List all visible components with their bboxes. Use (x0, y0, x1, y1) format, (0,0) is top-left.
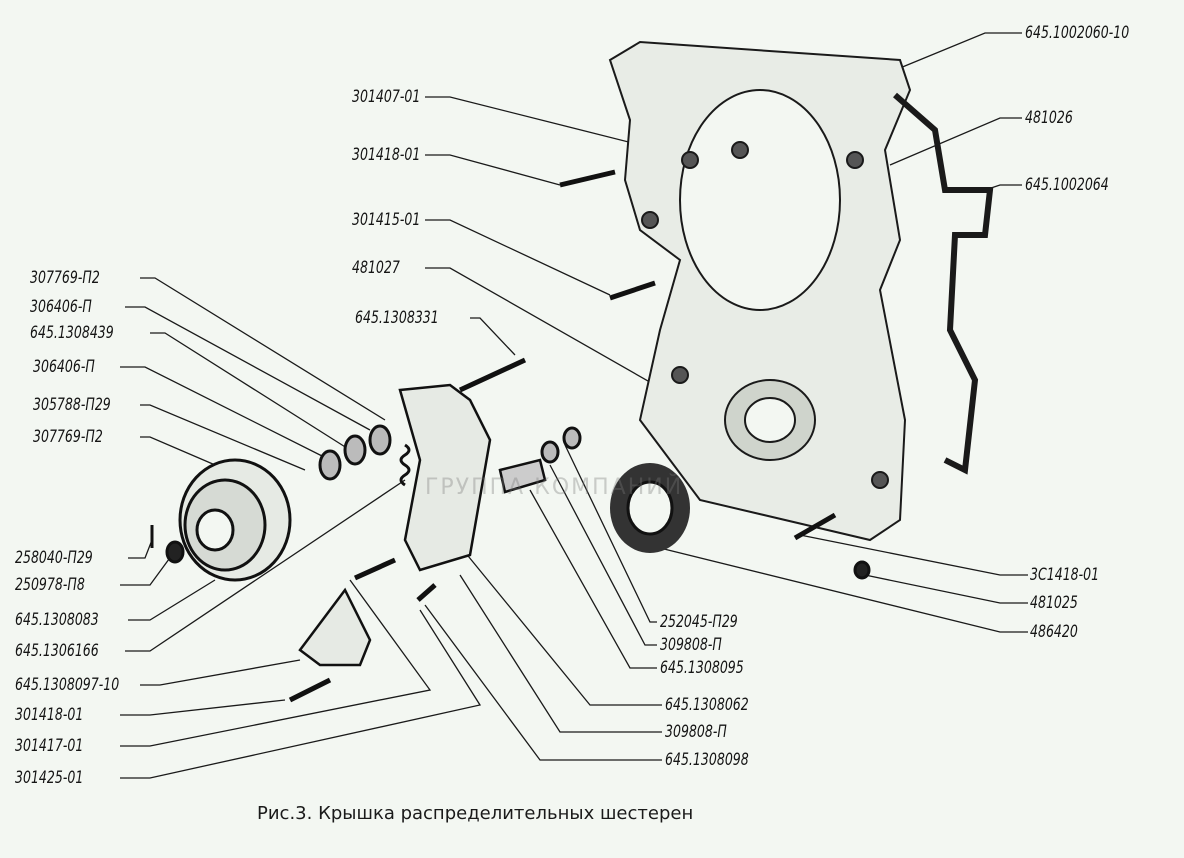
part-label: 645.1308095 (660, 658, 744, 678)
part-label: 645.1308439 (30, 323, 114, 343)
part-label: 301418-01 (352, 145, 421, 165)
part-label: 301417-01 (15, 736, 84, 756)
part-label: 645.1308097-10 (15, 675, 120, 695)
part-label: 305788-П29 (33, 395, 111, 415)
part-label: 481025 (1030, 593, 1078, 613)
gasket (893, 92, 994, 475)
part-label: 309808-П (660, 635, 722, 655)
part-label: 486420 (1030, 622, 1078, 642)
part-label: 250978-П8 (15, 575, 85, 595)
part-label: 307769-П2 (30, 268, 100, 288)
oil-seal (610, 463, 690, 553)
part-label: 301418-01 (15, 705, 84, 725)
tensioner-bracket (398, 383, 492, 572)
part-label: 645.1308083 (15, 610, 99, 630)
part-label: 258040-П29 (15, 548, 93, 568)
part-label: 309808-П (665, 722, 727, 742)
part-label: 645.1306166 (15, 641, 99, 661)
part-label: 252045-П29 (660, 612, 738, 632)
part-label: 645.1002060-10 (1025, 23, 1130, 43)
part-label: 306406-П (30, 297, 92, 317)
part-label: 481026 (1025, 108, 1073, 128)
part-label: 645.1308098 (665, 750, 749, 770)
part-label: 645.1002064 (1025, 175, 1109, 195)
part-label: 301415-01 (352, 210, 421, 230)
part-label: 645.1308331 (355, 308, 439, 328)
part-label: 301425-01 (15, 768, 84, 788)
part-label: 645.1308062 (665, 695, 749, 715)
timing-cover (608, 40, 912, 542)
bracket (298, 587, 372, 667)
washers-bearings (150, 424, 871, 580)
part-label: 307769-П2 (33, 427, 103, 447)
part-label: 3С1418-01 (1030, 565, 1100, 585)
pulley (178, 458, 292, 582)
spring (399, 443, 411, 487)
tension-shaft (498, 458, 547, 494)
watermark: ГРУППА КОМПАНИЙ (425, 475, 684, 500)
part-label: 301407-01 (352, 87, 421, 107)
bolts (288, 169, 837, 703)
part-label: 481027 (352, 258, 400, 278)
figure-caption: Рис.3. Крышка распределительных шестерен (257, 803, 694, 824)
part-label: 306406-П (33, 357, 95, 377)
